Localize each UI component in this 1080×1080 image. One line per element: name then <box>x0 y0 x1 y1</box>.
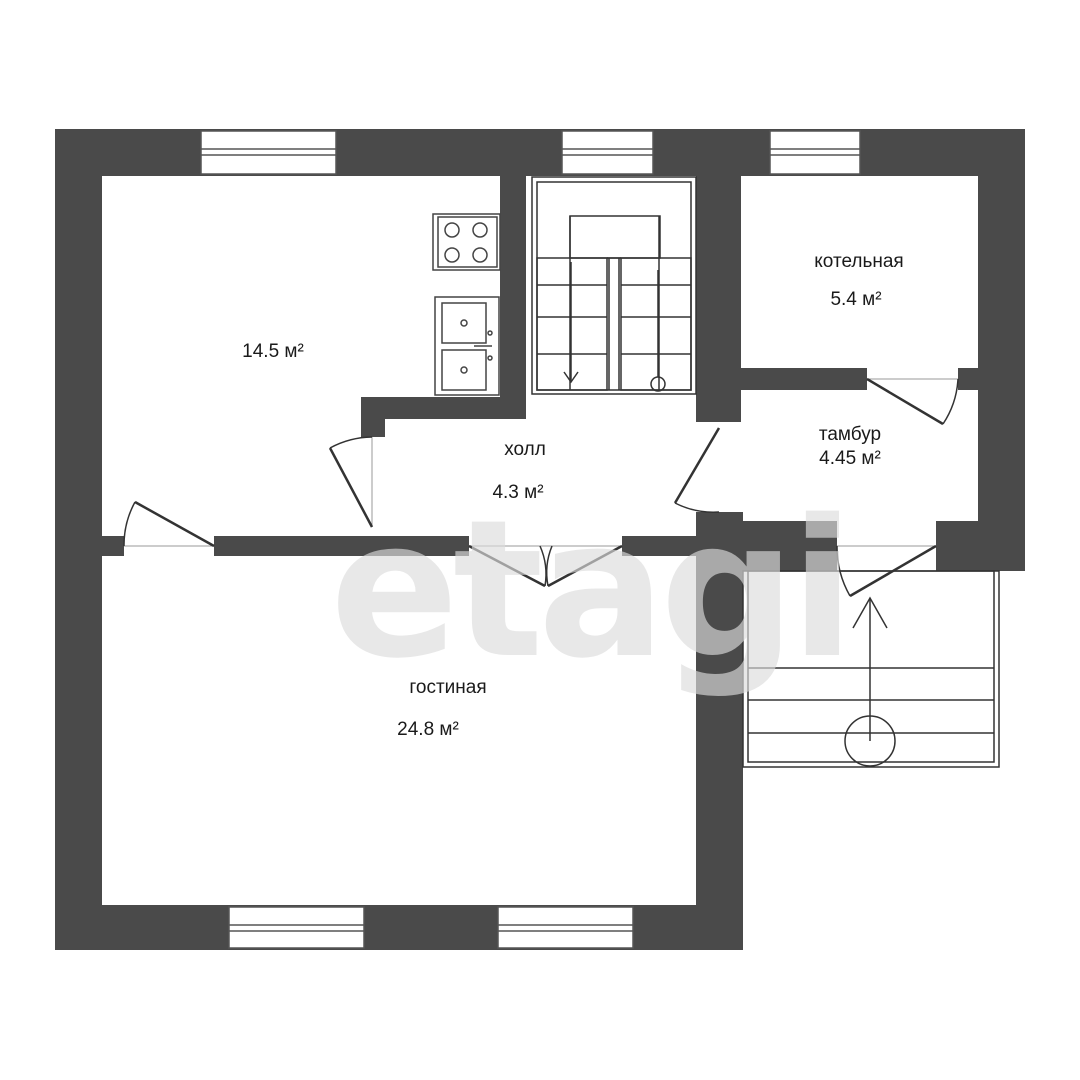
hall-name-label: холл <box>504 439 546 460</box>
room-labels: 14.5 м² холл 4.3 м² котельная 5.4 м² там… <box>242 251 904 740</box>
window-bottom-2 <box>497 906 634 949</box>
window-top-2 <box>561 130 654 175</box>
boiler-area-label: 5.4 м² <box>830 289 881 310</box>
window-top-1 <box>200 130 337 175</box>
doors <box>123 377 959 598</box>
living-area-label: 24.8 м² <box>397 719 459 740</box>
window-bottom-1 <box>228 906 365 949</box>
staircase <box>531 176 697 395</box>
door-hall-vestibule <box>673 427 721 513</box>
sink-icon <box>434 296 500 396</box>
stove-icon <box>432 213 501 271</box>
living-name-label: гостиная <box>409 677 486 698</box>
entrance-steps <box>742 570 1000 768</box>
door-hall-living <box>468 544 623 588</box>
hall-area-label: 4.3 м² <box>492 482 543 503</box>
vestibule-name-label: тамбур <box>819 424 881 445</box>
windows <box>200 130 861 949</box>
walls <box>55 129 1025 950</box>
boiler-name-label: котельная <box>814 251 903 272</box>
door-kitchen-hall <box>328 436 374 528</box>
window-top-3 <box>769 130 861 175</box>
door-entrance <box>836 544 937 598</box>
kitchen-area-label: 14.5 м² <box>242 341 304 362</box>
door-kitchen-living <box>123 500 215 548</box>
watermark-logo: etagi <box>330 479 849 700</box>
vestibule-area-label: 4.45 м² <box>819 448 881 469</box>
door-boiler <box>866 377 959 426</box>
